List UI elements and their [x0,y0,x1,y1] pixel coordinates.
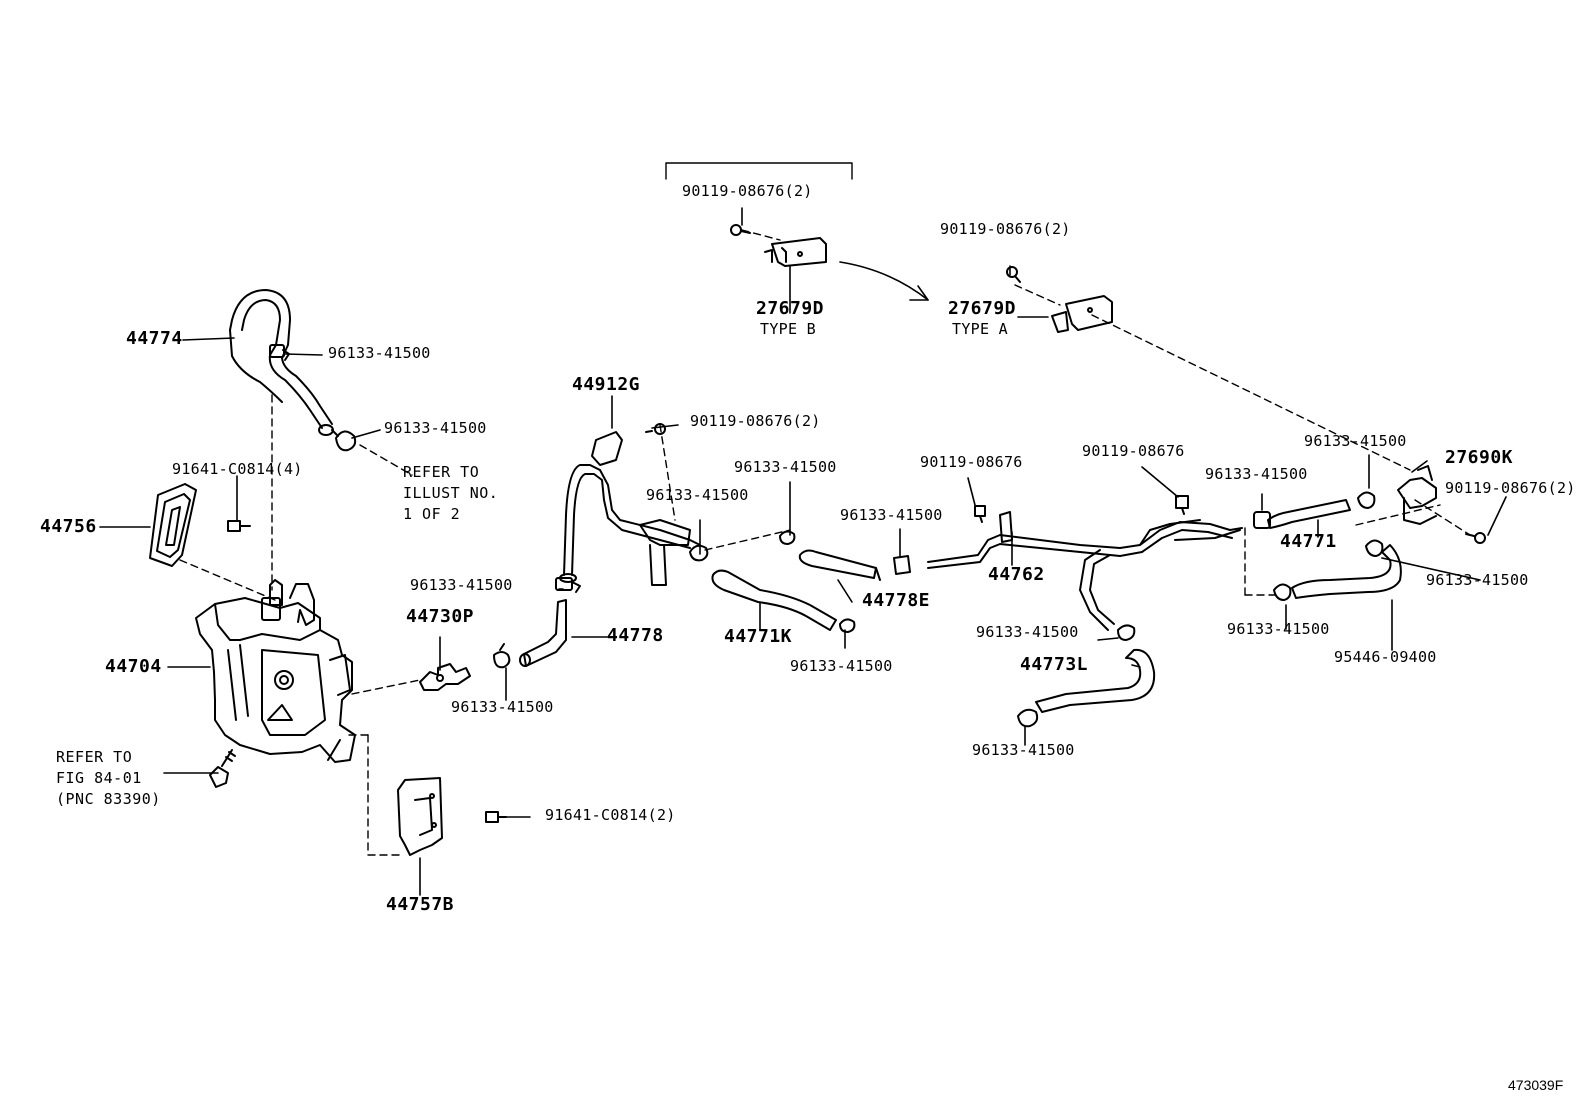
clamp-near-44730P [493,643,511,669]
part-27679D-typeB-label: 27679D [756,298,825,319]
clamp-near-44912G [555,577,581,593]
clamp-96133-label-e: 96133-41500 [410,576,513,594]
bolt-90119-right-label: 90119-08676(2) [1445,479,1576,497]
clamp-96133-label-h: 96133-41500 [840,506,943,524]
part-44756-label: 44756 [40,516,97,537]
part-44778E-label: 44778E [862,590,931,611]
clamp-96133-label-k: 96133-41500 [1304,432,1407,450]
bracket-44757B [397,777,443,856]
figure-id: 473039F [1508,1077,1564,1093]
cap-44756 [149,483,197,567]
hose-95446 [1291,544,1402,599]
part-44757B-label: 44757B [386,894,455,915]
hose-95446-label: 95446-09400 [1334,648,1437,666]
part-44704-label: 44704 [105,656,162,677]
clamp-96133-label-d: 96133-41500 [646,486,749,504]
bolt-91641-2-label: 91641-C0814(2) [545,806,676,824]
part-27690K-label: 27690K [1445,447,1514,468]
clamp-96133-label-g: 96133-41500 [790,657,893,675]
hose-44771 [1267,499,1351,529]
valve-27690K [1397,465,1437,525]
bolt-right [1465,532,1486,544]
clamp-96133-label-n: 96133-41500 [1227,620,1330,638]
clamp-right-b [1357,491,1376,509]
bracket-27679D-typeB [764,237,827,267]
part-44771K-label: 44771K [724,626,793,647]
clamp-near-44912G-right [689,544,709,562]
clamp-96133-label-c: 96133-41500 [734,458,837,476]
type-arrow [839,261,929,301]
bolt-topright [1006,266,1021,283]
hose-44771K [711,569,837,631]
bolt-90119-label-1: 90119-08676 [920,453,1023,471]
pipe-44762 [927,511,1243,631]
clamp-near-44773L-top [1117,624,1136,641]
clamp-right-d [1365,539,1384,557]
hose-44773L [1035,648,1156,713]
pipe-44912G [559,431,701,586]
clamp-right-a [1253,511,1271,529]
clamp-right-c [1273,583,1292,601]
part-44773L-label: 44773L [1020,654,1089,675]
bracket-27679D-typeA [1051,295,1113,333]
part-44762-label: 44762 [988,564,1045,585]
part-44730P-label: 44730P [406,606,475,627]
valve-44730P [419,663,471,691]
hose-44778E [798,549,881,581]
type-a-label: TYPE A [952,320,1008,338]
bolt-90119-top-label: 90119-08676(2) [682,182,813,200]
clamp-near-44778E [779,530,796,545]
bolt-44762-a [974,505,986,523]
part-44774-label: 44774 [126,328,183,349]
bolt-90119-mid-label: 90119-08676(2) [690,412,821,430]
bolt-mid [645,423,666,435]
bolt-91641-lower [485,811,507,823]
clamp-96133-label-b: 96133-41500 [384,419,487,437]
bolt-top [730,224,751,236]
pump-bolt [209,749,236,788]
group-bracket [665,162,853,180]
hose-44774 [229,289,334,436]
clamp-96133-label-a: 96133-41500 [328,344,431,362]
bolt-90119-topright-label: 90119-08676(2) [940,220,1071,238]
clamp-96133-label-f: 96133-41500 [451,698,554,716]
part-44771-label: 44771 [1280,531,1337,552]
bolt-44762-b [1175,495,1189,515]
clamp-96133-label-l: 96133-41500 [1205,465,1308,483]
clamp-96133-label-m: 96133-41500 [1426,571,1529,589]
clamp-96133-label-j: 96133-41500 [972,741,1075,759]
bolt-90119-label-2: 90119-08676 [1082,442,1185,460]
hose-44778 [519,599,567,667]
bolt-91641-upper [227,520,251,532]
part-27679D-typeA-label: 27679D [948,298,1017,319]
dashed-lines [179,229,1471,856]
clamp-near-44771K-end [839,618,856,633]
clamp-96133-label-i: 96133-41500 [976,623,1079,641]
bolt-91641-4-label: 91641-C0814(4) [172,460,303,478]
refer-fig-note: REFER TO FIG 84-01 (PNC 83390) [56,748,161,808]
refer-illust-note: REFER TO ILLUST NO. 1 OF 2 [403,463,499,523]
part-44912G-label: 44912G [572,374,641,395]
part-44778-label: 44778 [607,625,664,646]
clamp-near-reservoir [331,429,357,452]
type-b-label: TYPE B [760,320,816,338]
clamp-near-44773L-end [1017,708,1039,728]
reservoir-44704 [195,579,356,763]
clamp-near-44762 [893,555,911,575]
leader-lines [99,207,1507,896]
